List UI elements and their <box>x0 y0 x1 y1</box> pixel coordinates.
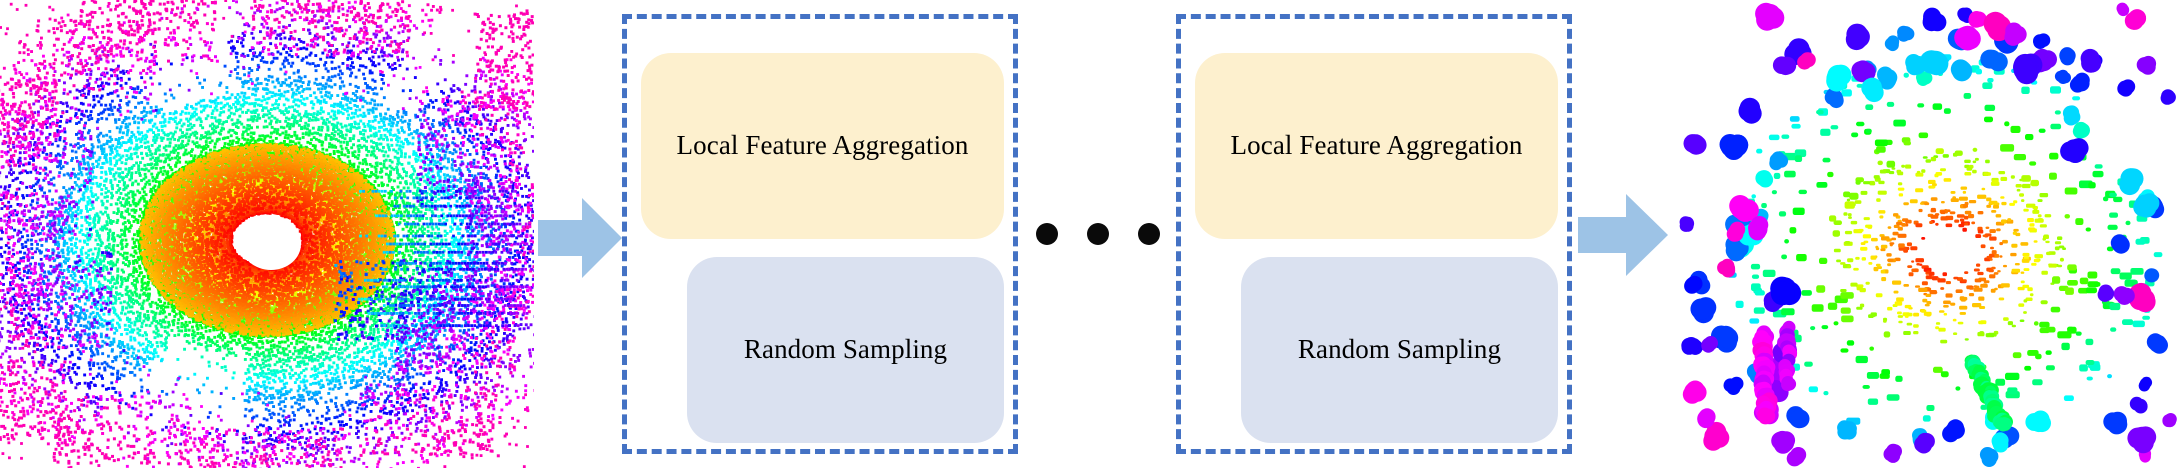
module-local-feature-aggregation-1[interactable]: Local Feature Aggregation <box>641 53 1004 239</box>
ellipsis-dot <box>1087 223 1109 245</box>
stage-block-1: Local Feature Aggregation Random Samplin… <box>622 14 1018 454</box>
module-label: Local Feature Aggregation <box>677 130 969 161</box>
output-point-cloud-canvas <box>1679 2 2177 467</box>
input-point-cloud <box>0 0 534 468</box>
module-random-sampling-1[interactable]: Random Sampling <box>687 257 1004 443</box>
output-point-cloud <box>1676 0 2182 468</box>
module-label: Random Sampling <box>744 334 947 365</box>
arrow-stage-2-to-output <box>1578 194 1668 276</box>
module-random-sampling-2[interactable]: Random Sampling <box>1241 257 1558 443</box>
module-label: Local Feature Aggregation <box>1231 130 1523 161</box>
module-label: Random Sampling <box>1298 334 1501 365</box>
stage-block-2: Local Feature Aggregation Random Samplin… <box>1176 14 1572 454</box>
module-local-feature-aggregation-2[interactable]: Local Feature Aggregation <box>1195 53 1558 239</box>
input-point-cloud-canvas <box>0 0 534 468</box>
ellipsis-dot <box>1138 223 1160 245</box>
stage-repeat-ellipsis <box>1036 218 1160 250</box>
ellipsis-dot <box>1036 223 1058 245</box>
arrow-input-to-stage-1 <box>538 198 622 278</box>
